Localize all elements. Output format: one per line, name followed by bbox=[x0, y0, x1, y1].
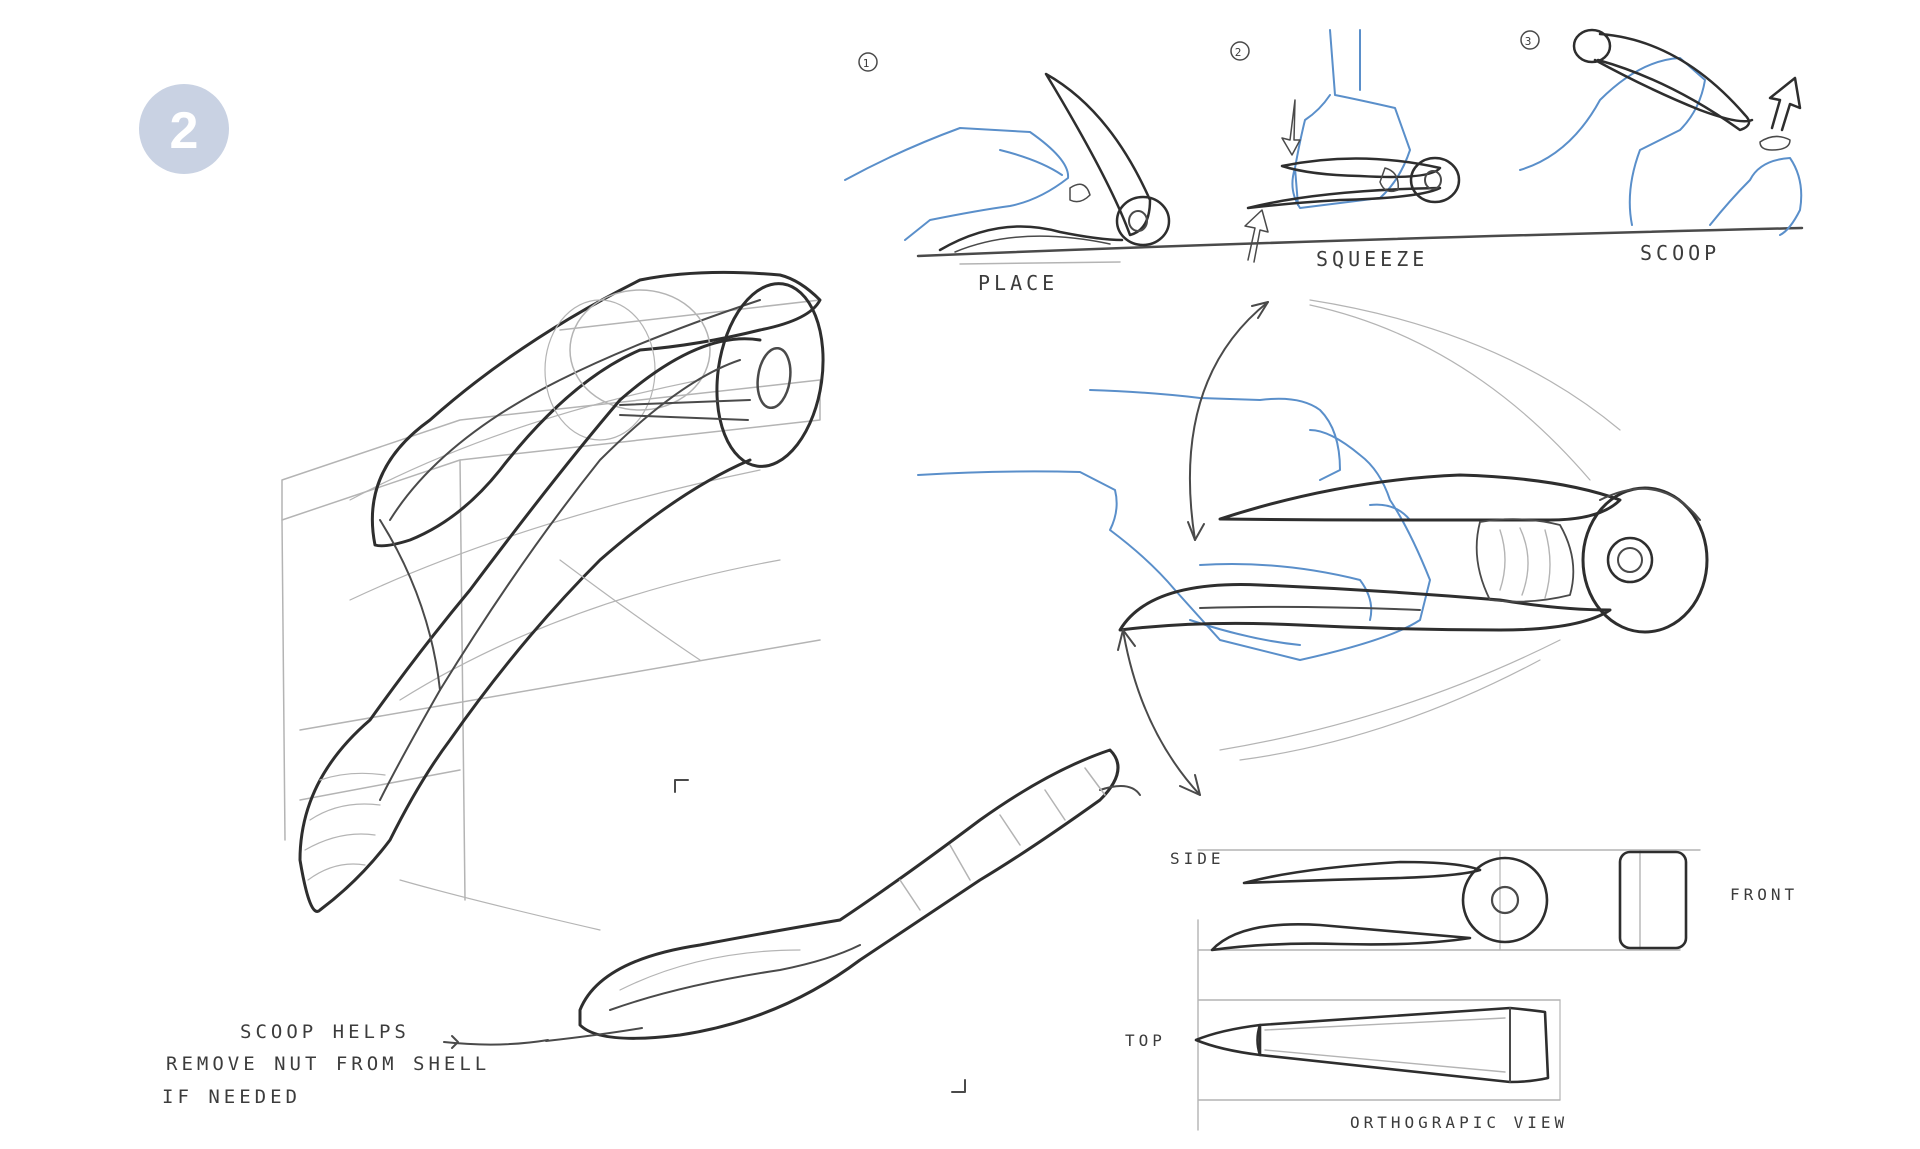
note-line-3: IF NEEDED bbox=[162, 1086, 301, 1108]
note-arrow bbox=[545, 1027, 643, 1042]
side-label: SIDE bbox=[1170, 849, 1225, 868]
top-label: TOP bbox=[1125, 1031, 1166, 1050]
ortho-caption: ORTHOGRAPIC VIEW bbox=[1350, 1113, 1568, 1132]
step-3-label: SCOOP bbox=[1640, 241, 1720, 265]
step-2-sketch: 2 SQUEEZE bbox=[1230, 29, 1461, 271]
step-sequence: 1 PLACE 2 SQUEEZE bbox=[844, 28, 1804, 295]
step-2-number: 2 bbox=[1235, 46, 1246, 59]
step-3-sketch: 3 SCOOP bbox=[1519, 28, 1803, 265]
motion-arc-top bbox=[1189, 301, 1269, 541]
note-line-2: REMOVE NUT FROM SHELL bbox=[166, 1053, 490, 1075]
motion-arc-bottom bbox=[1122, 629, 1201, 796]
step-3-number: 3 bbox=[1525, 35, 1536, 48]
scoop-spoon-sketch bbox=[578, 748, 1141, 1093]
step-1-number: 1 bbox=[863, 57, 874, 70]
page-number-badge: 2 bbox=[139, 84, 229, 174]
step-2-label: SQUEEZE bbox=[1316, 247, 1428, 271]
step-1-sketch: 1 PLACE bbox=[844, 52, 1171, 295]
page-number: 2 bbox=[170, 102, 199, 160]
orthographic-view: SIDE FRONT TOP ORTHOGRAPIC VIEW bbox=[1125, 849, 1798, 1132]
note-line-1: SCOOP HELPS bbox=[240, 1021, 410, 1043]
scoop-note: SCOOP HELPS REMOVE NUT FROM SHELL IF NEE… bbox=[162, 1021, 643, 1108]
perspective-sketch-left bbox=[281, 270, 825, 931]
hand-squeeze-sketch bbox=[917, 299, 1709, 796]
front-label: FRONT bbox=[1730, 885, 1798, 904]
step-1-label: PLACE bbox=[978, 271, 1058, 295]
